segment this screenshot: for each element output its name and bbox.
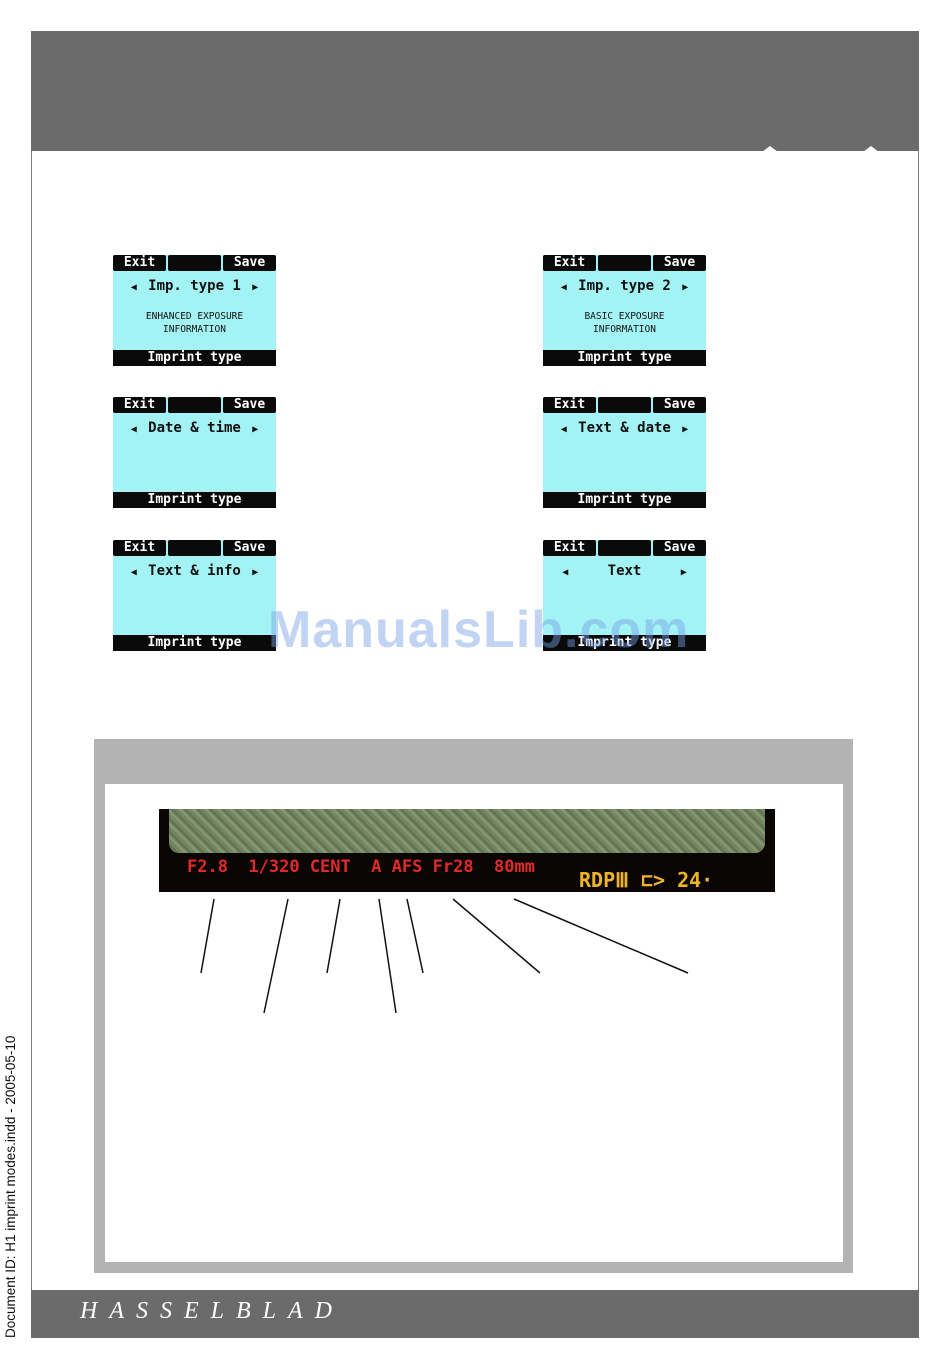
exit-button[interactable]: Exit (543, 540, 596, 556)
lcd-title: Imp. type 1 (148, 278, 241, 294)
lcd-softkeys: Exit Save (113, 255, 276, 271)
footer-band (31, 1290, 919, 1338)
arrow-left-icon[interactable]: ◀ (562, 567, 569, 578)
viewfinder-status: RDPⅢ ⊏> 24· (579, 868, 714, 892)
lcd-title-row: ◀ Text & info ▶ (113, 563, 276, 579)
lcd-title-row: ◀ Date & time ▶ (113, 420, 276, 436)
lcd-title: Date & time (148, 420, 241, 436)
lcd-footer: Imprint type (113, 492, 276, 508)
lcd-screen-imp-type-2: Exit Save ◀ Imp. type 2 ▶ BASIC EXPOSURE… (543, 255, 706, 366)
lcd-softkeys: Exit Save (113, 397, 276, 413)
lcd-screen-text-info: Exit Save ◀ Text & info ▶ Imprint type (113, 540, 276, 651)
save-button[interactable]: Save (653, 255, 706, 271)
arrow-right-icon[interactable]: ▶ (682, 424, 689, 435)
exit-button[interactable]: Exit (113, 397, 166, 413)
exit-button[interactable]: Exit (113, 255, 166, 271)
lcd-screen-date-time: Exit Save ◀ Date & time ▶ Imprint type (113, 397, 276, 508)
lcd-title: Imp. type 2 (578, 278, 671, 294)
lcd-footer: Imprint type (113, 350, 276, 366)
header-band (31, 31, 919, 151)
header-notch (762, 146, 778, 152)
exit-button[interactable]: Exit (543, 255, 596, 271)
lcd-title: Text & date (578, 420, 671, 436)
document-id: Document ID: H1 imprint modes.indd - 200… (3, 1035, 18, 1338)
save-button[interactable]: Save (653, 397, 706, 413)
blank-softkey[interactable] (168, 397, 221, 413)
blank-softkey[interactable] (598, 255, 651, 271)
blank-softkey[interactable] (598, 397, 651, 413)
arrow-left-icon[interactable]: ◀ (560, 424, 567, 435)
lcd-softkeys: Exit Save (543, 255, 706, 271)
lcd-title: Text & info (148, 563, 241, 579)
lcd-title-row: ◀ Imp. type 2 ▶ (543, 278, 706, 294)
blank-softkey[interactable] (168, 540, 221, 556)
save-button[interactable]: Save (223, 540, 276, 556)
save-button[interactable]: Save (223, 255, 276, 271)
arrow-left-icon[interactable]: ◀ (130, 424, 137, 435)
arrow-right-icon[interactable]: ▶ (252, 424, 259, 435)
lcd-title-row: ◀ Text ▶ (543, 563, 706, 579)
arrow-left-icon[interactable]: ◀ (130, 282, 137, 293)
lcd-title-row: ◀ Imp. type 1 ▶ (113, 278, 276, 294)
viewfinder-readout: F2.8 1/320 CENT A AFS Fr28 80mm (187, 857, 535, 877)
arrow-right-icon[interactable]: ▶ (680, 567, 687, 578)
watermark: ManualsLib.com (268, 601, 690, 659)
lcd-title: Text (607, 563, 642, 579)
arrow-right-icon[interactable]: ▶ (682, 282, 689, 293)
lcd-description: ENHANCED EXPOSURE INFORMATION (145, 311, 244, 335)
brand-logo: HASSELBLAD (80, 1298, 344, 1324)
lcd-footer: Imprint type (113, 635, 276, 651)
lcd-description: BASIC EXPOSURE INFORMATION (584, 311, 665, 335)
viewfinder-scene (169, 809, 765, 853)
exit-button[interactable]: Exit (543, 397, 596, 413)
lcd-screen-imp-type-1: Exit Save ◀ Imp. type 1 ▶ ENHANCED EXPOS… (113, 255, 276, 366)
arrow-left-icon[interactable]: ◀ (560, 282, 567, 293)
arrow-right-icon[interactable]: ▶ (252, 567, 259, 578)
header-notch (863, 146, 879, 152)
lcd-title-row: ◀ Text & date ▶ (543, 420, 706, 436)
arrow-left-icon[interactable]: ◀ (130, 567, 137, 578)
arrow-right-icon[interactable]: ▶ (252, 282, 259, 293)
blank-softkey[interactable] (168, 255, 221, 271)
save-button[interactable]: Save (223, 397, 276, 413)
save-button[interactable]: Save (653, 540, 706, 556)
lcd-screen-text: Exit Save ◀ Text ▶ Imprint type (543, 540, 706, 651)
lcd-softkeys: Exit Save (543, 540, 706, 556)
exit-button[interactable]: Exit (113, 540, 166, 556)
lcd-footer: Imprint type (543, 492, 706, 508)
lcd-footer: Imprint type (543, 635, 706, 651)
viewfinder-image: F2.8 1/320 CENT A AFS Fr28 80mm RDPⅢ ⊏> … (159, 809, 775, 892)
lcd-screen-text-date: Exit Save ◀ Text & date ▶ Imprint type (543, 397, 706, 508)
lcd-softkeys: Exit Save (543, 397, 706, 413)
lcd-softkeys: Exit Save (113, 540, 276, 556)
blank-softkey[interactable] (598, 540, 651, 556)
lcd-footer: Imprint type (543, 350, 706, 366)
